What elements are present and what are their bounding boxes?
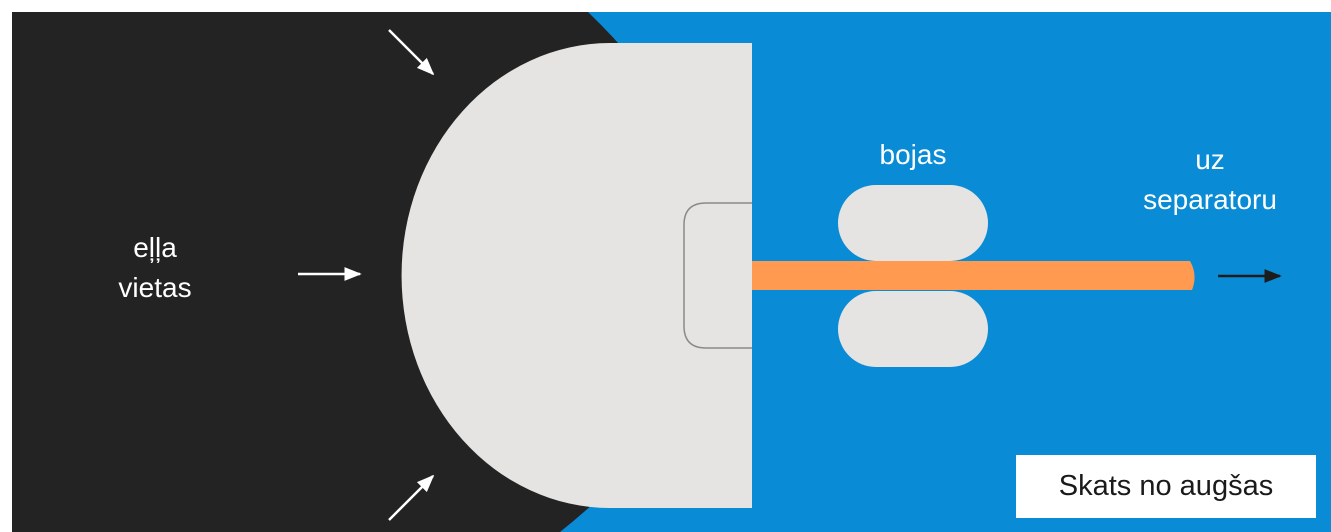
inflow-arrow-bottom <box>388 474 435 521</box>
buoys-label: bojas <box>879 139 947 170</box>
separator-label-line2: separatoru <box>1143 184 1277 215</box>
skimmer-vessel <box>401 43 752 508</box>
separator-label: uz separatoru <box>1130 140 1290 220</box>
separator-label-line1: uz <box>1195 144 1225 175</box>
oil-pipe <box>752 261 1195 290</box>
inflow-arrow-top <box>388 29 435 76</box>
oil-label-line1: eļļa <box>133 232 177 263</box>
intake-outline <box>683 202 752 349</box>
view-caption: Skats no augšas <box>1016 455 1316 518</box>
buoy-bottom <box>838 291 988 367</box>
oil-label-line2: vietas <box>118 272 192 303</box>
buoy-top <box>838 185 988 261</box>
oil-label: eļļa vietas <box>80 228 230 308</box>
